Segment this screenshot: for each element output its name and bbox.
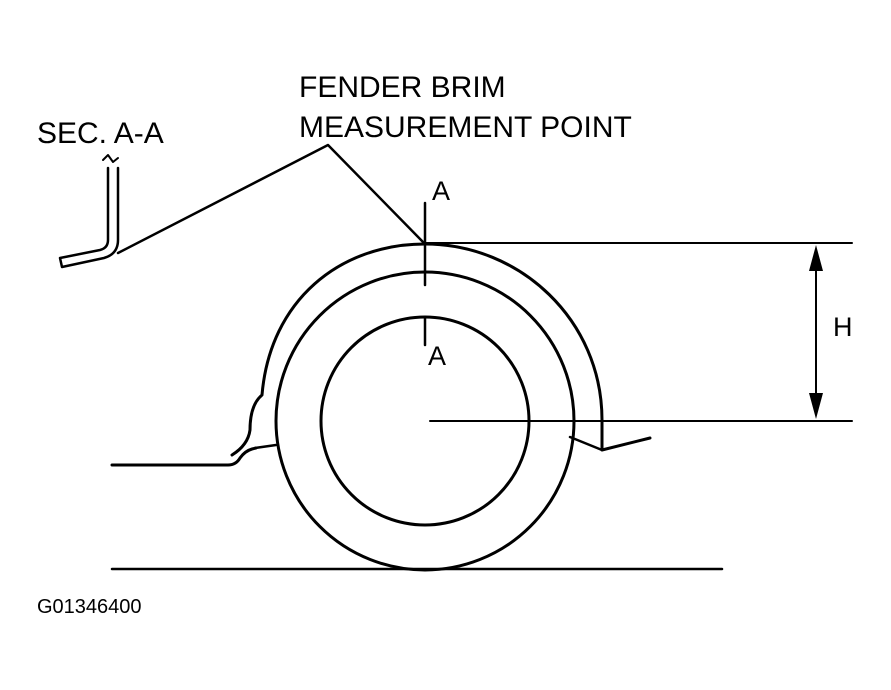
- section-profile: [58, 154, 120, 269]
- fender-inner-right: [568, 435, 604, 452]
- section-mark-bottom: A: [428, 341, 447, 371]
- section-mark-top: A: [432, 176, 451, 206]
- dimension-arrow-h: [809, 245, 823, 419]
- fender-brim-label: FENDER BRIM: [299, 71, 506, 104]
- section-label: SEC. A-A: [37, 117, 164, 150]
- figure-code: G01346400: [37, 596, 142, 618]
- measurement-point-label: MEASUREMENT POINT: [299, 111, 632, 144]
- height-dimension-label: H: [833, 312, 853, 342]
- fender-inner-left: [253, 443, 278, 450]
- leader-line: [116, 143, 425, 255]
- fender-arch: [230, 242, 652, 457]
- body-side-line: [110, 446, 258, 467]
